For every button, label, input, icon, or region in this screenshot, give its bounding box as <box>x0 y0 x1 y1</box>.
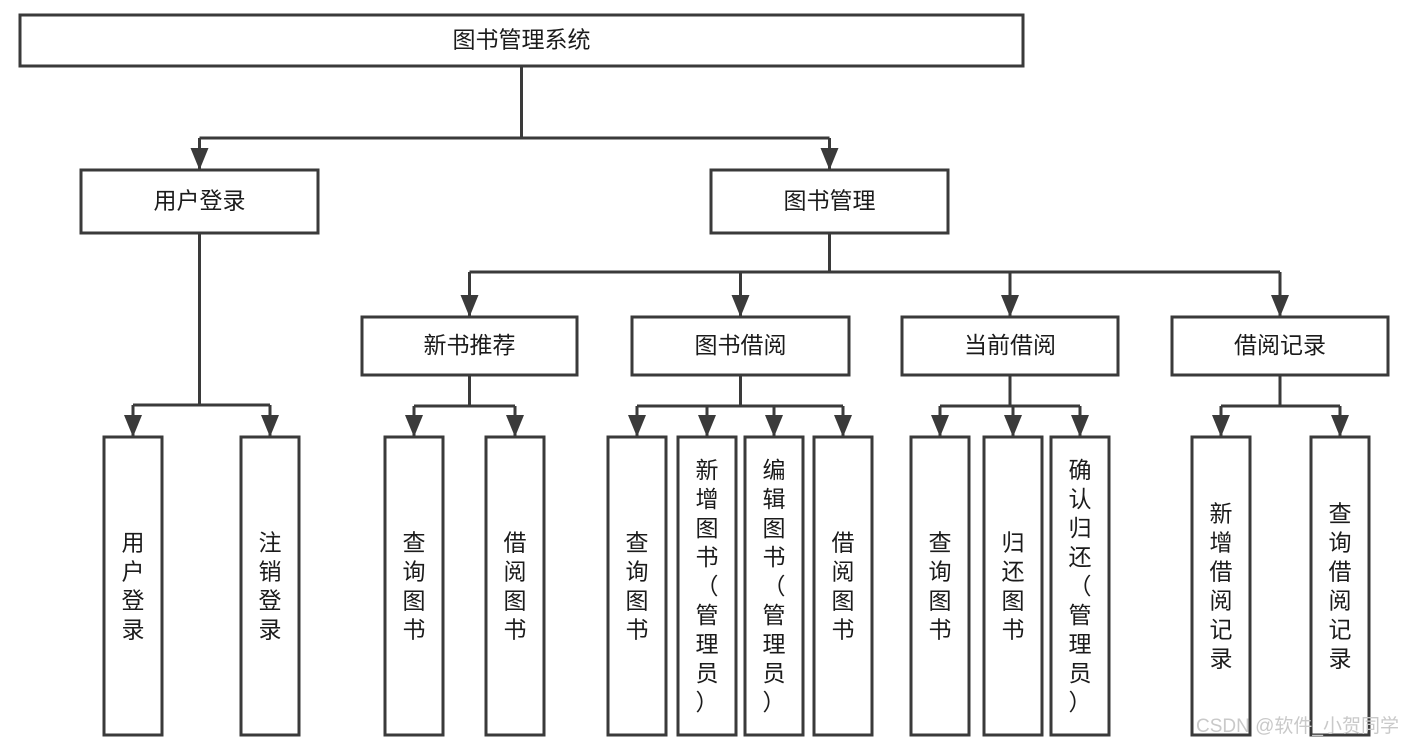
connector-group-book-borrow <box>628 375 852 437</box>
node-label-new-book-recommend: 新书推荐 <box>424 332 516 358</box>
node-leaf-logout[interactable]: 注销登录 <box>239 435 301 737</box>
node-leaf-borrow-book-rec[interactable]: 借阅图书 <box>484 435 546 737</box>
node-book-borrow[interactable]: 图书借阅 <box>630 315 851 377</box>
node-box-leaf-logout[interactable] <box>239 435 301 737</box>
node-box-leaf-borrow-book-rec[interactable] <box>484 435 546 737</box>
node-box-leaf-edit-book[interactable] <box>743 435 805 737</box>
connector-group-book-management <box>460 233 1289 317</box>
node-book-management[interactable]: 图书管理 <box>709 168 950 235</box>
node-label-leaf-query-book-current: 查询图书 <box>929 530 952 643</box>
node-box-book-borrow[interactable] <box>630 315 851 377</box>
node-box-leaf-borrow-book[interactable] <box>812 435 874 737</box>
node-box-leaf-return-book[interactable] <box>982 435 1044 737</box>
node-box-user-login[interactable] <box>79 168 320 235</box>
node-label-current-borrow: 当前借阅 <box>964 332 1056 358</box>
node-leaf-query-record[interactable]: 查询借阅记录 <box>1309 435 1371 737</box>
node-box-root[interactable] <box>18 13 1025 68</box>
node-box-leaf-query-book-rec[interactable] <box>383 435 445 737</box>
node-new-book-recommend[interactable]: 新书推荐 <box>360 315 579 377</box>
node-root[interactable]: 图书管理系统 <box>18 13 1025 68</box>
node-label-book-management: 图书管理 <box>784 188 876 214</box>
node-label-leaf-borrow-book-rec: 借阅图书 <box>504 530 527 643</box>
connector-group-new-book-recommend <box>405 375 524 437</box>
node-label-leaf-query-book-rec: 查询图书 <box>403 530 426 643</box>
node-box-leaf-confirm-return[interactable] <box>1049 435 1111 737</box>
node-label-book-borrow: 图书借阅 <box>695 332 787 358</box>
node-label-user-login: 用户登录 <box>154 188 246 214</box>
node-current-borrow[interactable]: 当前借阅 <box>900 315 1120 377</box>
connector-group-root <box>190 66 839 170</box>
node-leaf-add-book[interactable]: 新增图书（管理员） <box>676 435 738 737</box>
node-label-leaf-query-book-borrow: 查询图书 <box>626 530 649 643</box>
node-box-leaf-add-book[interactable] <box>676 435 738 737</box>
node-leaf-query-book-current[interactable]: 查询图书 <box>909 435 971 737</box>
node-leaf-query-book-rec[interactable]: 查询图书 <box>383 435 445 737</box>
node-label-root: 图书管理系统 <box>453 27 591 53</box>
node-label-leaf-add-book: 新增图书（管理员） <box>696 457 719 715</box>
node-leaf-query-book-borrow[interactable]: 查询图书 <box>606 435 668 737</box>
node-user-login[interactable]: 用户登录 <box>79 168 320 235</box>
node-box-book-management[interactable] <box>709 168 950 235</box>
node-label-borrow-record: 借阅记录 <box>1234 332 1326 358</box>
node-leaf-return-book[interactable]: 归还图书 <box>982 435 1044 737</box>
node-box-new-book-recommend[interactable] <box>360 315 579 377</box>
connector-group-user-login <box>124 233 279 437</box>
node-box-leaf-query-record[interactable] <box>1309 435 1371 737</box>
nodes-layer: 图书管理系统用户登录图书管理新书推荐图书借阅当前借阅借阅记录用户登录注销登录查询… <box>18 13 1390 737</box>
connectors-layer <box>124 66 1349 437</box>
node-box-borrow-record[interactable] <box>1170 315 1390 377</box>
node-box-leaf-query-book-borrow[interactable] <box>606 435 668 737</box>
node-leaf-borrow-book[interactable]: 借阅图书 <box>812 435 874 737</box>
node-leaf-edit-book[interactable]: 编辑图书（管理员） <box>743 435 805 737</box>
node-label-leaf-edit-book: 编辑图书（管理员） <box>763 457 786 715</box>
connector-group-current-borrow <box>931 375 1089 437</box>
node-box-current-borrow[interactable] <box>900 315 1120 377</box>
node-label-leaf-confirm-return: 确认归还（管理员） <box>1069 457 1092 715</box>
node-label-leaf-return-book: 归还图书 <box>1002 530 1025 643</box>
node-label-leaf-query-record: 查询借阅记录 <box>1329 501 1352 672</box>
node-leaf-user-login[interactable]: 用户登录 <box>102 435 164 737</box>
node-label-leaf-user-login: 用户登录 <box>122 530 145 643</box>
connector-group-borrow-record <box>1212 375 1349 437</box>
node-box-leaf-user-login[interactable] <box>102 435 164 737</box>
node-leaf-confirm-return[interactable]: 确认归还（管理员） <box>1049 435 1111 737</box>
node-label-leaf-add-record: 新增借阅记录 <box>1210 501 1233 672</box>
csdn-watermark: CSDN @软件_小贺同学 <box>1196 715 1399 737</box>
node-label-leaf-borrow-book: 借阅图书 <box>832 530 855 643</box>
node-leaf-add-record[interactable]: 新增借阅记录 <box>1190 435 1252 737</box>
node-box-leaf-add-record[interactable] <box>1190 435 1252 737</box>
node-label-leaf-logout: 注销登录 <box>259 530 282 643</box>
node-borrow-record[interactable]: 借阅记录 <box>1170 315 1390 377</box>
node-box-leaf-query-book-current[interactable] <box>909 435 971 737</box>
